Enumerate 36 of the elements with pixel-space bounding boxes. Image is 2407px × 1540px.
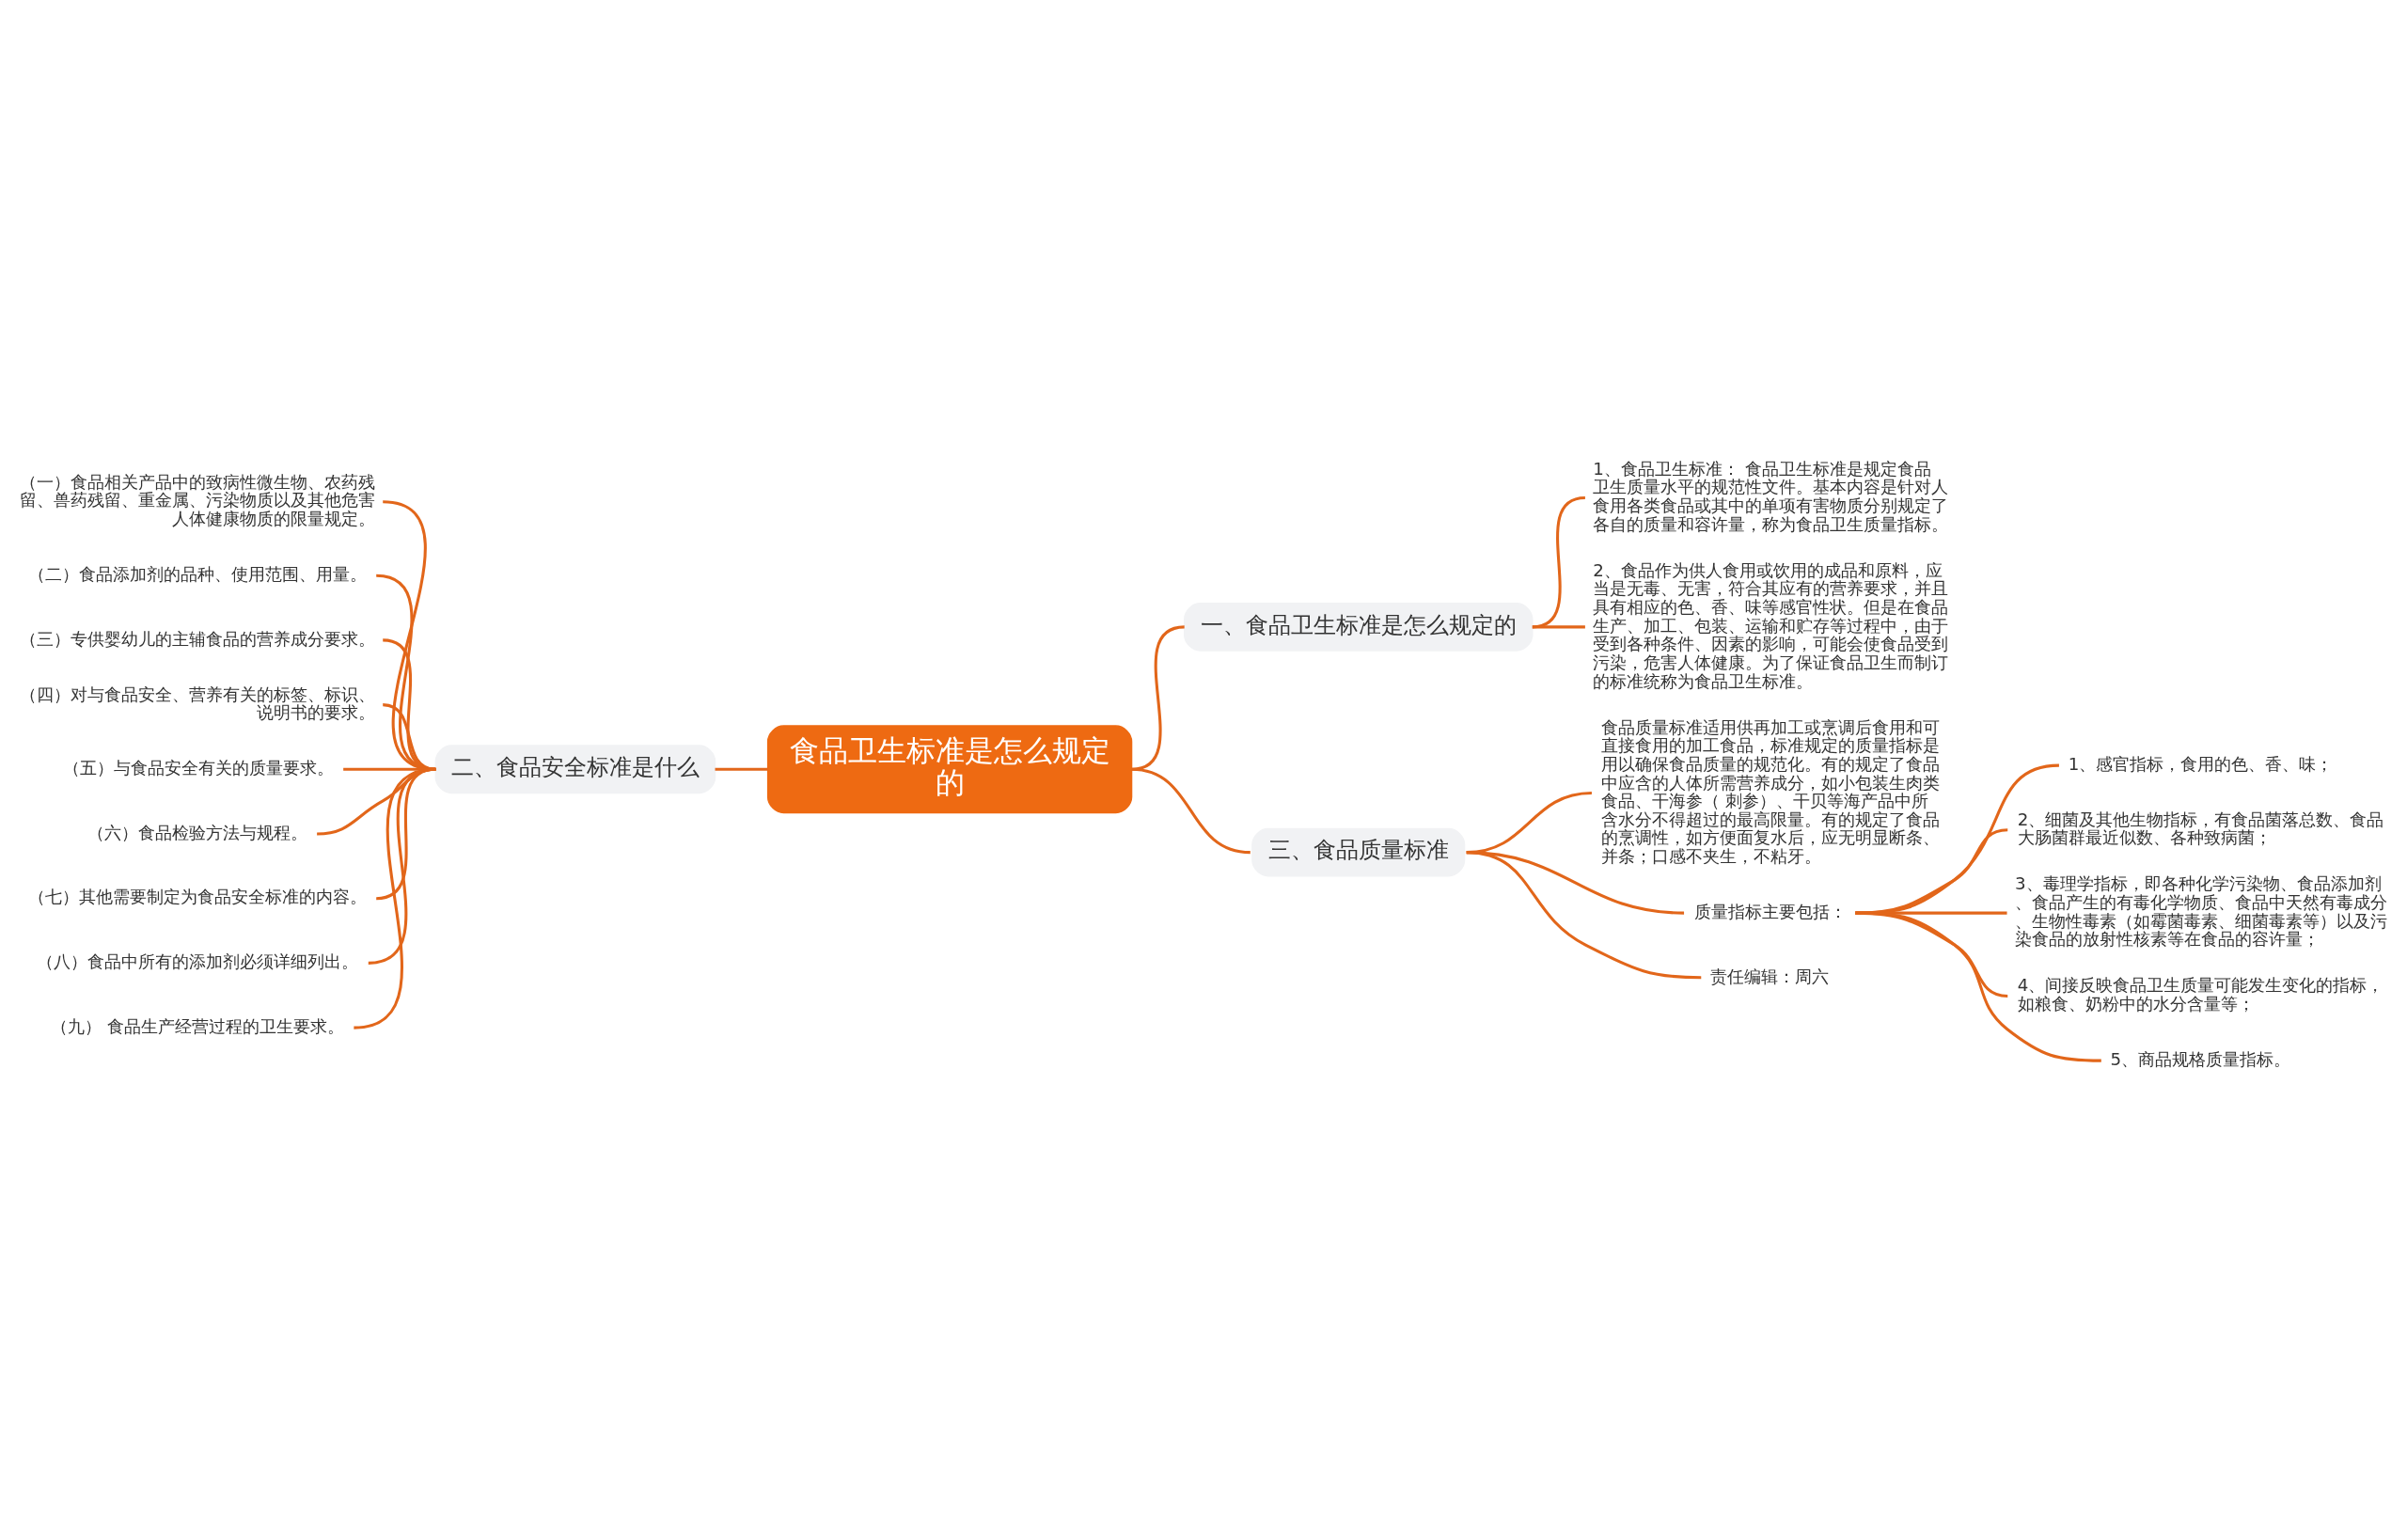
- connector: [382, 638, 436, 771]
- node-box: 三、食品质量标准: [1251, 827, 1466, 877]
- node-text: 质量指标主要包括：: [1693, 901, 1847, 921]
- connector: [354, 767, 436, 1029]
- connector: [375, 574, 436, 771]
- connector: [1855, 763, 2060, 915]
- node-text: 2、食品作为供人食用或饮用的成品和原料，应当是无毒、无害，符合其应有的营养要求，并且具有相应的色、香、味等感官性状。但是在食品生产、加工、包装、运输和贮存等过程中，由于受到各种条件、因素的影响，可能会使食品受到污染，危害人体健康。为了保证食品卫生而制订的标准统称为食品卫生标准。: [1593, 559, 1949, 691]
- node-text: 4、间接反映食品卫生质量可能发生变化的指标，如粮食、奶粉中的水分含量等；: [2017, 975, 2384, 1014]
- node-text: （六）食品检验方法与规程。: [87, 822, 308, 842]
- connector: [715, 767, 768, 771]
- node-text: 2、细菌及其他生物指标，有食品菌落总数、食品大肠菌群最近似数、各种致病菌；: [2017, 809, 2384, 848]
- connector: [1532, 495, 1586, 629]
- connector: [1855, 828, 2008, 915]
- connector: [1131, 767, 1251, 855]
- node-text: 食品质量标准适用供再加工或烹调后食用和可直接食用的加工食品，标准规定的质量指标是用以确保食品质量的规范化。有的规定了食品中应含的人体所需营养成分，如小包装生肉类食品、干海参（ 刺参）、干贝等海产品中所含水分不得超过的最高限量。有的规定了食品的烹调性，如方便面复水后，应无明显断条、并条；口感不夹生，不粘牙。: [1600, 716, 1940, 866]
- node-text: （二）食品添加剂的品种、使用范围、用量。: [28, 563, 368, 584]
- node-box: 食品卫生标准是怎么规定的: [766, 725, 1133, 814]
- connector: [1466, 851, 1702, 980]
- node-text: （一）食品相关产品中的致病性微生物、农药残留、兽药残留、重金属、污染物质以及其他危害人体健康物质的限量规定。: [19, 471, 375, 529]
- connector: [1532, 625, 1585, 629]
- node-text: 1、食品卫生标准： 食品卫生标准是规定食品卫生质量水平的规范性文件。基本内容是针对人食用各类食品或其中的单项有害物质分别规定了各自的质量和容许量，称为食品卫生质量指标。: [1593, 458, 1949, 534]
- connector: [382, 500, 436, 771]
- node-text: 责任编辑：周六: [1710, 966, 1830, 986]
- node-text: （七）其他需要制定为食品安全标准的内容。: [28, 887, 368, 907]
- node-text: 1、感官指标，食用的色、香、味；: [2068, 753, 2334, 774]
- node-text: 5、商品规格质量指标。: [2110, 1048, 2291, 1069]
- connector: [383, 703, 436, 771]
- connector: [1855, 911, 2101, 1062]
- node-box: 二、食品安全标准是什么: [434, 745, 716, 794]
- node-text: （八）食品中所有的添加剂必须详细列出。: [37, 951, 359, 972]
- node-text: （九） 食品生产经营过程的卫生要求。: [51, 1015, 344, 1036]
- node-text: （五）与食品安全有关的质量要求。: [62, 758, 334, 778]
- node-text: （三）专供婴幼儿的主辅食品的营养成分要求。: [19, 628, 375, 649]
- node-box: 一、食品卫生标准是怎么规定的: [1183, 602, 1534, 652]
- node-text: （四）对与食品安全、营养有关的标签、标识、说明书的要求。: [19, 684, 375, 723]
- node-text: 3、毒理学指标，即各种化学污染物、食品添加剂、食品产生的有毒化学物质、食品中天然有毒成分、生物性毒素（如霉菌毒素、细菌毒素等）以及污染食品的放射性核素等在食品的容许量；: [2014, 873, 2387, 950]
